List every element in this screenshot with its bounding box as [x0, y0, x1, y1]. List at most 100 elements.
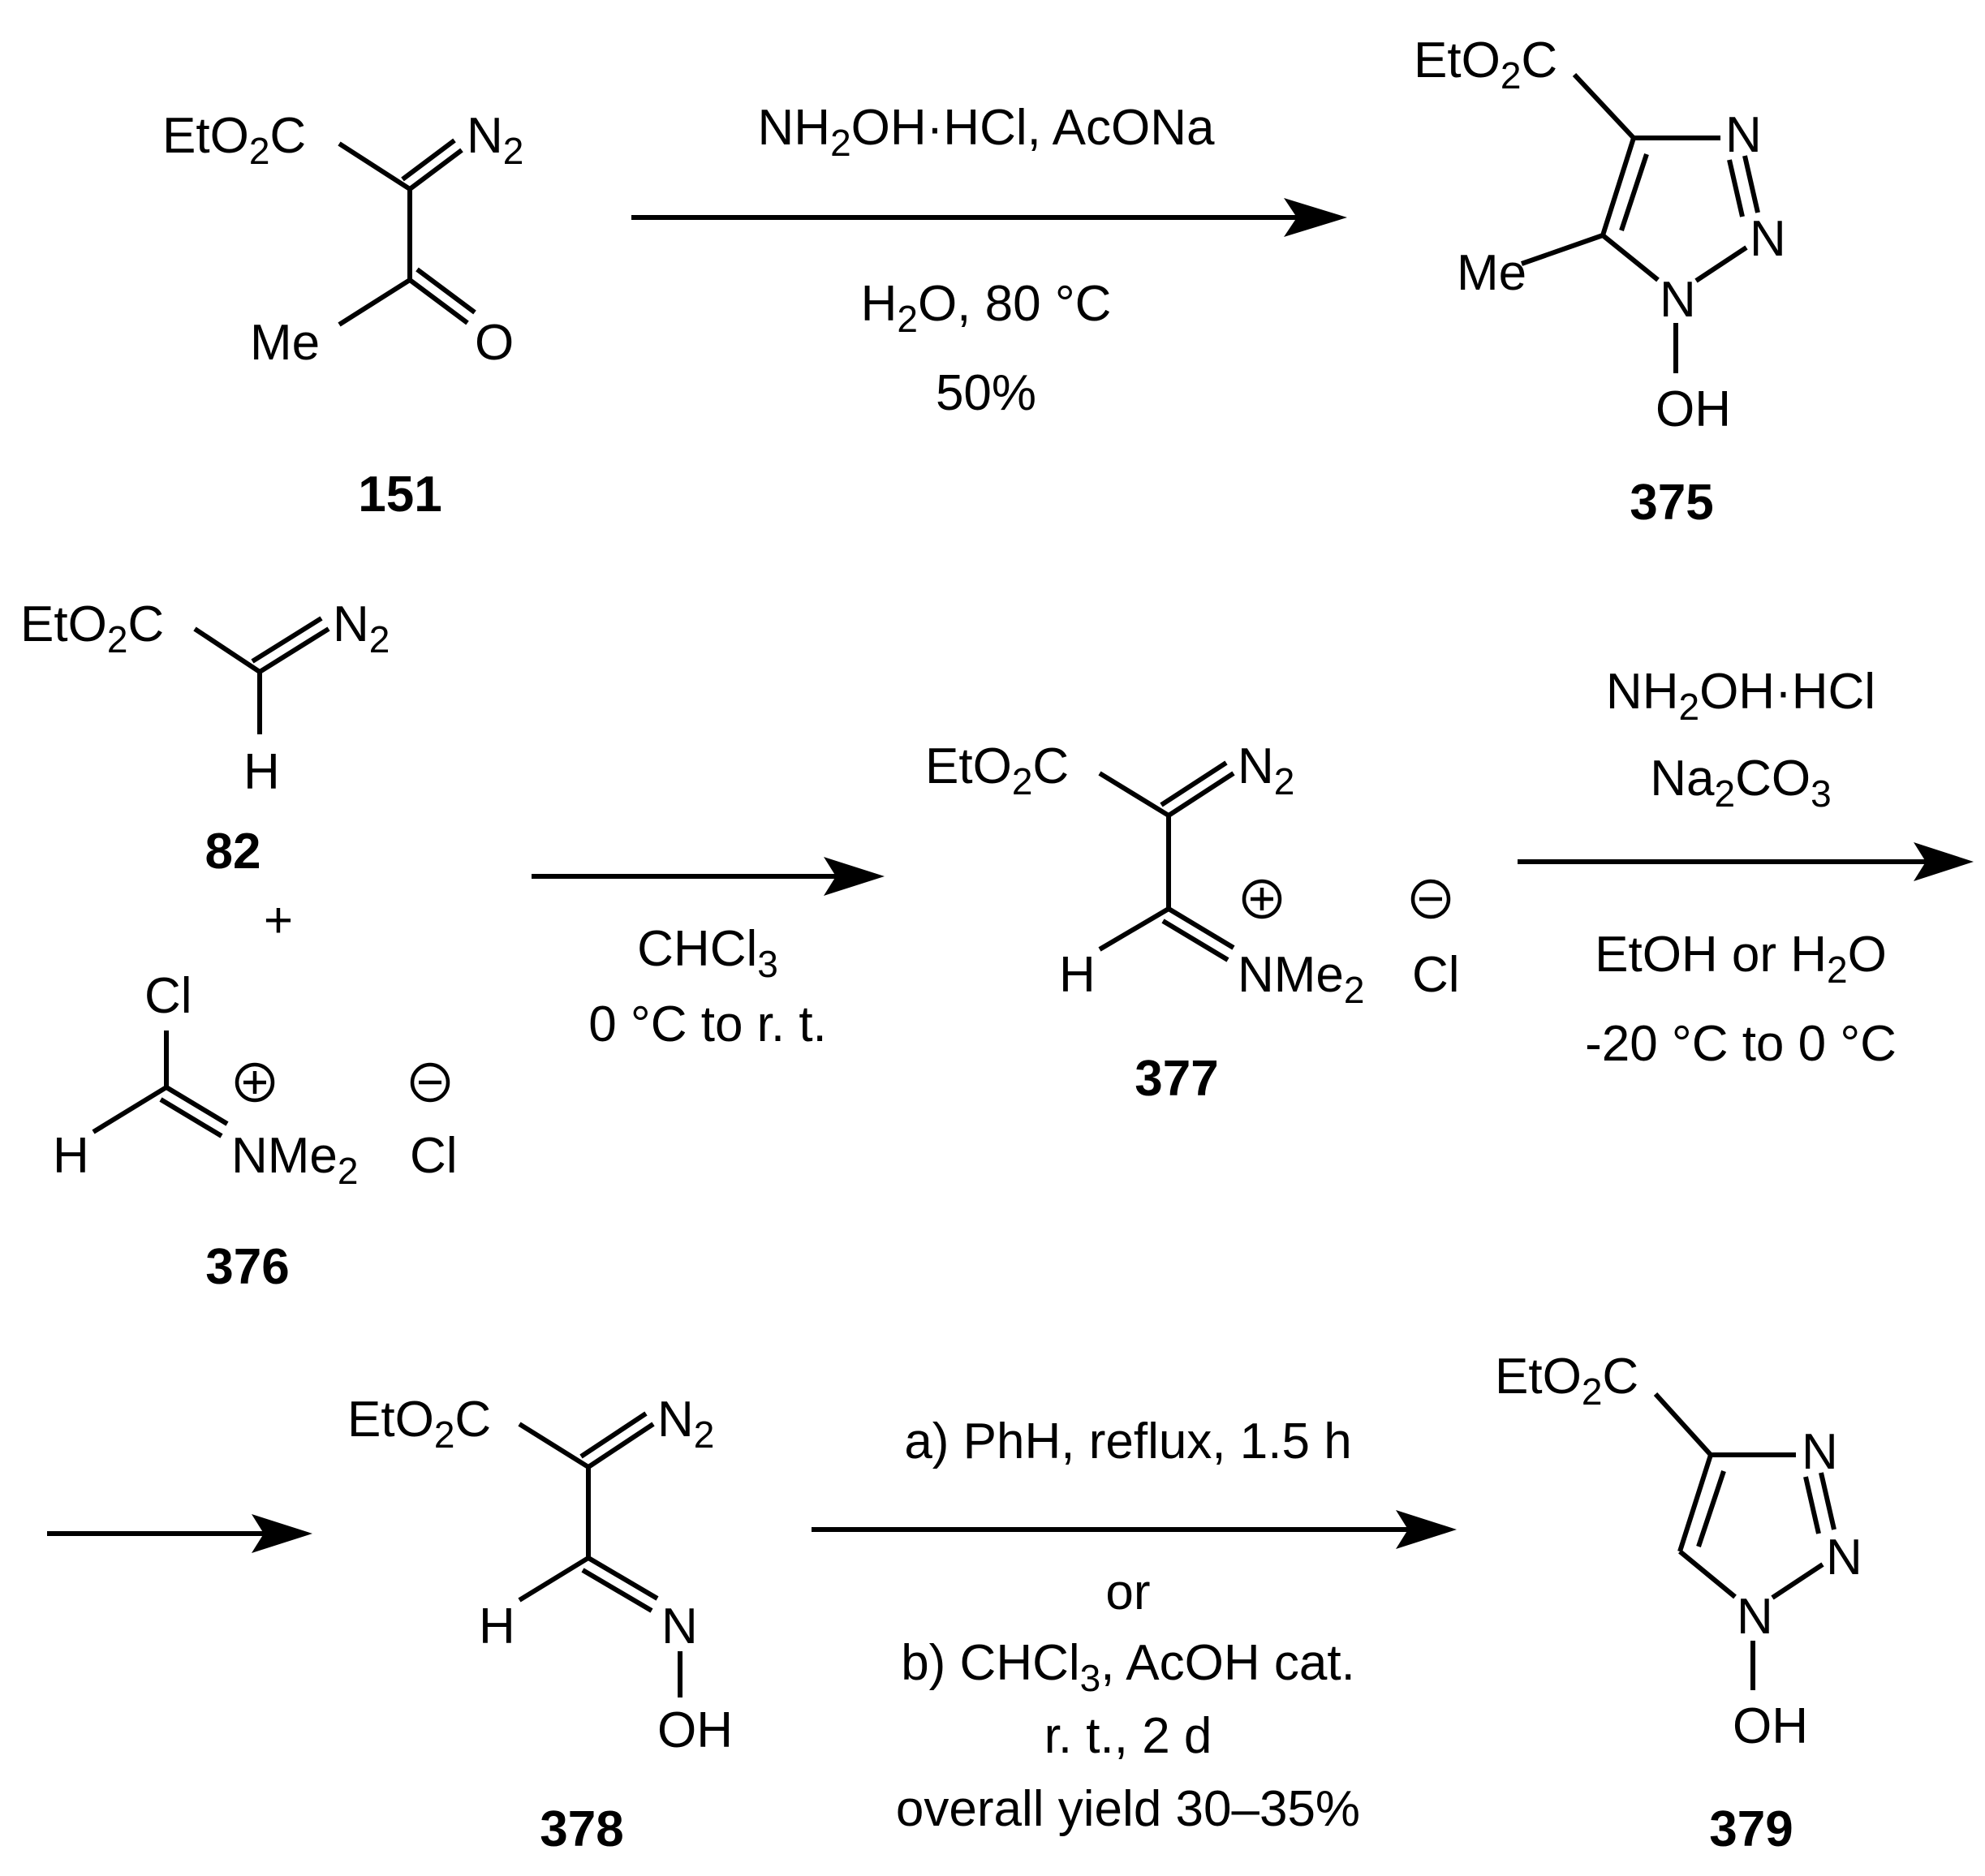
- arrow4-head: [1396, 1510, 1457, 1549]
- c375-bond-methyl: [1521, 233, 1604, 266]
- c375-n2: N: [1750, 211, 1786, 267]
- arrow1-head: [1284, 198, 1347, 237]
- c375-ester-label: EtO2​C: [1414, 32, 1557, 97]
- c376-counterion-label: Cl: [410, 1128, 458, 1184]
- c375-bond-ester: [1572, 72, 1636, 140]
- c151-bond-ester: [338, 141, 411, 191]
- c377-bond-ester: [1098, 771, 1170, 818]
- c378-bond-h: [518, 1555, 590, 1603]
- c375-bond-c4-c5-a: [1600, 137, 1636, 236]
- c378-bond-diazo-b: [579, 1411, 648, 1459]
- c375-number: 375: [1630, 475, 1713, 531]
- reaction-arrow-3: NH2​OH·HCl Na2​CO3​ EtOH or H2​O -20 °C …: [1518, 664, 1974, 1072]
- arrow3-reagent1: NH2​OH·HCl: [1606, 664, 1875, 728]
- c376-bond-cn-b: [159, 1097, 223, 1138]
- reaction-arrow-4: a) PhH, reflux, 1.5 h or b) CHCl3​, AcOH…: [812, 1413, 1457, 1837]
- arrow3b-head: [252, 1514, 312, 1553]
- arrow1-yield: 50%: [936, 365, 1036, 421]
- arrow3-head: [1914, 842, 1974, 881]
- c377-counterion-label: Cl: [1412, 947, 1460, 1003]
- c376-number: 376: [205, 1239, 289, 1295]
- c379-number: 379: [1709, 1801, 1793, 1857]
- reaction-arrow-1: NH2​OH·HCl, AcONa H2​O, 80 °C 50%: [631, 100, 1347, 421]
- arrow4-option-b: b) CHCl3​, AcOH cat.: [901, 1635, 1355, 1699]
- c151-bond-diazo-a: [408, 148, 463, 191]
- c376-iminium-label: NMe2​: [231, 1128, 359, 1192]
- c151-bond-co-a: [408, 278, 469, 325]
- c377-ester-label: EtO2​C: [925, 738, 1069, 802]
- c378-number: 378: [540, 1801, 623, 1857]
- arrow1-reagents: NH2​OH·HCl, AcONa: [758, 100, 1216, 164]
- arrow4-option-a: a) PhH, reflux, 1.5 h: [904, 1413, 1351, 1469]
- c377-plus-charge-icon: [1242, 879, 1282, 919]
- c379-hydroxyl: OH: [1733, 1698, 1808, 1754]
- c151-number: 151: [358, 467, 441, 523]
- arrow4-or: or: [1105, 1564, 1150, 1620]
- c151-bond-co-b: [416, 267, 476, 315]
- c376-hydrogen-label: H: [53, 1128, 89, 1184]
- c377-hydrogen-label: H: [1059, 947, 1096, 1003]
- arrow2-solvent: CHCl3​: [637, 921, 778, 985]
- compound-375: EtO2​C Me N N N OH 375: [1414, 32, 1786, 531]
- c376-minus-charge-icon: [410, 1062, 450, 1103]
- compound-376: Cl H NMe2​ Cl 376: [53, 968, 458, 1295]
- c376-bond-h: [92, 1085, 168, 1134]
- c82-hydrogen-label: H: [243, 744, 280, 800]
- c375-bond-n3-n2-b: [1727, 159, 1745, 217]
- c377-bond-diazo-b: [1160, 760, 1228, 807]
- c378-ester-label: EtO2​C: [347, 1392, 491, 1456]
- c379-bond-n3-n2-a: [1819, 1472, 1836, 1530]
- c377-iminium-label: NMe2​: [1238, 947, 1365, 1011]
- c377-bond-h: [1098, 906, 1170, 952]
- c375-methyl-label: Me: [1457, 245, 1526, 301]
- c377-bond-diazo-a: [1167, 771, 1235, 818]
- c151-methyl-label: Me: [250, 315, 320, 371]
- c375-bond-n2-n1: [1694, 245, 1748, 283]
- c378-nitrogen-label: N: [661, 1598, 698, 1654]
- compound-151: EtO2​C N2​ Me O 151: [162, 108, 523, 523]
- compound-377: EtO2​C N2​ H NMe2​ Cl 377: [925, 738, 1460, 1107]
- arrow3-temperature: -20 °C to 0 °C: [1585, 1016, 1897, 1072]
- c82-diazo-label: N2​: [333, 596, 390, 660]
- c375-bond-n3-n2-a: [1742, 155, 1760, 213]
- c376-plus-charge-icon: [235, 1062, 275, 1103]
- c379-bond-n3-n2-b: [1803, 1476, 1821, 1534]
- reaction-arrow-2: CHCl3​ 0 °C to r. t.: [532, 857, 885, 1052]
- c375-n3: N: [1725, 107, 1762, 163]
- c82-ester-label: EtO2​C: [20, 596, 164, 660]
- c376-chlorine-label: Cl: [144, 968, 192, 1024]
- c151-oxygen-label: O: [475, 315, 514, 371]
- arrow4-yield: overall yield 30–35%: [896, 1781, 1360, 1837]
- c377-number: 377: [1135, 1051, 1218, 1107]
- c375-bond-c5-n1: [1601, 233, 1660, 282]
- c375-bond-c4-c5-b: [1619, 153, 1649, 231]
- c375-hydroxyl: OH: [1656, 381, 1731, 437]
- arrow2-head: [824, 857, 885, 896]
- c379-bond-ester: [1653, 1392, 1713, 1457]
- c379-bond-c5-n1: [1678, 1549, 1737, 1599]
- arrow1-solvent: H2​O, 80 °C: [861, 276, 1112, 340]
- c82-bond-diazo-b: [251, 616, 323, 664]
- reaction-arrow-3-continuation: [47, 1514, 312, 1553]
- c379-n2: N: [1826, 1530, 1862, 1586]
- c378-bond-cn-b: [581, 1568, 653, 1613]
- arrow3-reagent2: Na2​CO3​: [1650, 751, 1831, 815]
- c375-n1: N: [1660, 272, 1696, 328]
- c379-bond-c4-c5-a: [1677, 1454, 1713, 1552]
- arrow2-temperature: 0 °C to r. t.: [588, 996, 827, 1052]
- c378-hydroxyl-label: OH: [657, 1702, 733, 1758]
- c82-bond-diazo-a: [258, 626, 330, 674]
- c379-n3: N: [1802, 1424, 1838, 1480]
- c82-number: 82: [205, 824, 261, 880]
- c378-bond-diazo-a: [587, 1422, 655, 1469]
- c377-minus-charge-icon: [1410, 879, 1451, 919]
- plus-sign: +: [264, 893, 293, 949]
- c151-ester-label: EtO2​C: [162, 108, 306, 172]
- compound-378: EtO2​C N2​ H N OH 378: [347, 1392, 733, 1857]
- c378-diazo-label: N2​: [657, 1392, 714, 1456]
- c377-bond-cn-b: [1161, 919, 1229, 962]
- c379-ester-label: EtO2​C: [1495, 1349, 1638, 1413]
- compound-82: EtO2​C N2​ H 82: [20, 596, 390, 880]
- compound-379: EtO2​C N N N OH 379: [1495, 1349, 1862, 1857]
